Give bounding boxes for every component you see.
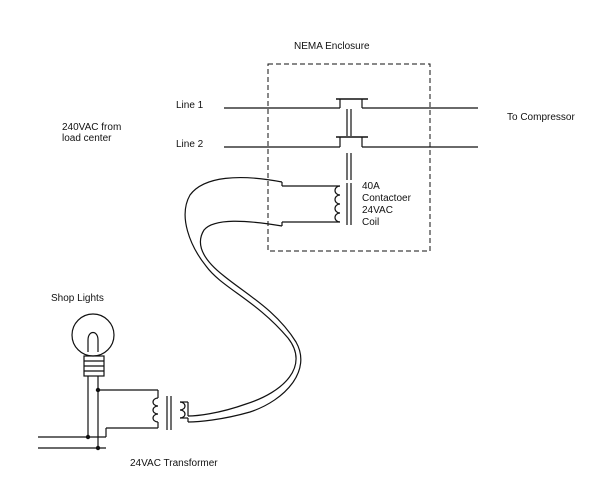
nema-enclosure-box bbox=[267, 63, 431, 252]
low-voltage-cable-outer bbox=[184, 176, 297, 417]
source-label-line1: 240VAC from bbox=[62, 122, 121, 133]
contactor-label-2: Contactoer bbox=[362, 193, 412, 204]
light-bulb-icon bbox=[71, 313, 115, 357]
junction-dot-lower bbox=[95, 445, 101, 451]
contactor-label-4: Coil bbox=[362, 217, 379, 228]
transformer-primary-coil-icon bbox=[152, 397, 159, 423]
shop-lights-label: Shop Lights bbox=[51, 293, 104, 304]
low-voltage-cable-inner bbox=[187, 220, 302, 423]
nema-enclosure-label: NEMA Enclosure bbox=[294, 41, 370, 52]
transformer-secondary-coil-icon bbox=[179, 401, 186, 419]
source-label-line2: load center bbox=[62, 133, 112, 144]
transformer-label: 24VAC Transformer bbox=[130, 458, 218, 469]
contactor-label-1: 40A bbox=[362, 181, 380, 192]
contactor-coil-icon bbox=[334, 185, 341, 223]
compressor-label: To Compressor bbox=[507, 112, 575, 123]
light-bulb-filament bbox=[87, 331, 99, 352]
line2-label: Line 2 bbox=[176, 139, 204, 150]
contactor-label-3: 24VAC bbox=[362, 205, 393, 216]
junction-dot-upper bbox=[85, 434, 91, 440]
line1-label: Line 1 bbox=[176, 100, 204, 111]
